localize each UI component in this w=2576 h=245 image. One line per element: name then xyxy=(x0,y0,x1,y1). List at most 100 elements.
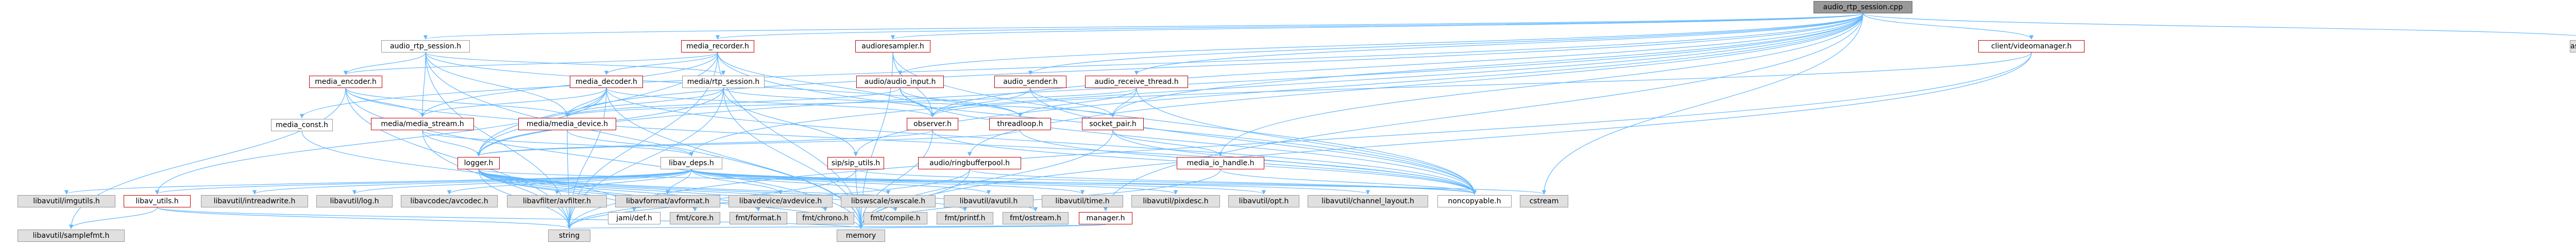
node-audio-rt[interactable]: audio_receive_thread.h xyxy=(1085,76,1188,88)
edge-ars-h-to-media-encoder xyxy=(343,52,426,75)
edge-media-encoder-to-memory xyxy=(345,87,863,229)
edge-root-to-ars-h xyxy=(423,13,1863,40)
node-libav-deps[interactable]: libav_deps.h xyxy=(660,157,722,169)
node-manager[interactable]: manager.h xyxy=(1079,212,1132,224)
edge-root-to-client-vm xyxy=(1862,13,2034,40)
node-libav-utils[interactable]: libav_utils.h xyxy=(124,195,191,207)
node-swscale[interactable]: libswscale/swscale.h xyxy=(841,195,936,207)
node-fmt-compile[interactable]: fmt/compile.h xyxy=(863,212,927,224)
node-imgutils[interactable]: libavutil/imgutils.h xyxy=(18,195,115,207)
node-media-device[interactable]: media/media_device.h xyxy=(518,118,616,130)
node-audioresampler[interactable]: audioresampler.h xyxy=(855,40,930,52)
edge-libav-deps-to-avdevice xyxy=(691,169,783,195)
node-audioringbufferpool[interactable]: audio/ringbufferpool.h xyxy=(918,157,1021,169)
edge-audio-sender-to-observer xyxy=(930,87,1031,117)
node-socket-pair[interactable]: socket_pair.h xyxy=(1082,118,1144,130)
node-media-recorder[interactable]: media_recorder.h xyxy=(681,40,754,52)
edge-media-decoder-to-libav-utils xyxy=(155,87,607,195)
edge-media-stream-to-libav-deps xyxy=(422,130,694,156)
edge-root-to-socket-pair xyxy=(1110,13,1863,117)
node-asio-ctx[interactable]: asio/io_context.hpp xyxy=(2570,40,2576,52)
node-memory[interactable]: memory xyxy=(837,230,885,242)
edge-audio-sender-to-socket-pair xyxy=(1030,87,1115,117)
edge-root-to-media-const xyxy=(300,13,1863,118)
node-fmt-ostream[interactable]: fmt/ostream.h xyxy=(1003,212,1069,224)
edge-media-recorder-to-media-decoder xyxy=(604,52,718,75)
node-fmt-core[interactable]: fmt/core.h xyxy=(670,212,720,224)
node-root[interactable]: audio_rtp_session.cpp xyxy=(1814,1,1912,13)
node-avdevice[interactable]: libavdevice/avdevice.h xyxy=(728,195,833,207)
node-client-vm[interactable]: client/videomanager.h xyxy=(1978,40,2084,52)
edge-root-to-media-io xyxy=(1218,13,1863,156)
edge-client-vm-to-observer xyxy=(930,52,2032,117)
edge-socket-pair-to-media-io xyxy=(1112,130,1223,156)
node-mediartp[interactable]: media/rtp_session.h xyxy=(682,76,765,88)
node-string[interactable]: string xyxy=(548,230,590,242)
node-fmt-format[interactable]: fmt/format.h xyxy=(730,212,787,224)
node-logger[interactable]: logger.h xyxy=(457,157,500,169)
edge-logger-to-cstream xyxy=(478,169,1546,195)
node-media-decoder[interactable]: media_decoder.h xyxy=(570,76,643,88)
edge-sip-utils-to-noncopyable xyxy=(855,169,1477,195)
edge-libav-deps-to-pixdesc xyxy=(691,169,1178,195)
node-avutil[interactable]: libavutil/avutil.h xyxy=(944,195,1033,207)
edge-root-to-audioresampler xyxy=(891,13,1863,40)
edge-root-to-asio-ctx xyxy=(1862,13,2576,36)
edge-libav-deps-to-swscale xyxy=(691,169,891,195)
node-samplefmt[interactable]: libavutil/samplefmt.h xyxy=(18,230,125,242)
node-cstream[interactable]: cstream xyxy=(1520,195,1568,207)
edge-manager-to-string xyxy=(568,224,1106,229)
node-time-h[interactable]: libavutil/time.h xyxy=(1042,195,1123,207)
node-media-const[interactable]: media_const.h xyxy=(271,119,333,131)
node-avformat[interactable]: libavformat/avformat.h xyxy=(615,195,720,207)
edge-socket-pair-to-memory xyxy=(858,130,1113,229)
node-sip-utils[interactable]: sip/sip_utils.h xyxy=(827,157,884,169)
node-media-stream[interactable]: media/media_stream.h xyxy=(371,118,474,130)
node-ars-h[interactable]: audio_rtp_session.h xyxy=(381,40,470,52)
edge-libav-deps-to-opt-h xyxy=(691,169,1266,195)
node-opt-h[interactable]: libavutil/opt.h xyxy=(1228,195,1299,207)
edge-media-decoder-to-media-stream xyxy=(420,87,607,117)
edge-media-recorder-to-media-encoder xyxy=(344,52,718,75)
edge-media-decoder-to-media-device xyxy=(565,87,607,117)
edge-audio-sender-to-noncopyable xyxy=(1030,87,1477,195)
node-avfilter[interactable]: libavfilter/avfilter.h xyxy=(507,195,607,207)
edge-root-to-manager xyxy=(1103,13,1863,212)
edge-libav-deps-to-libav-utils xyxy=(155,169,692,195)
edge-ars-h-to-media-stream xyxy=(420,52,426,117)
node-pixdesc[interactable]: libavutil/pixdesc.h xyxy=(1131,195,1220,207)
edge-root-to-audio-input xyxy=(898,13,1863,75)
edge-media-encoder-to-samplefmt xyxy=(69,87,346,229)
node-intreadwrite[interactable]: libavutil/intreadwrite.h xyxy=(201,195,308,207)
edge-libav-deps-to-avformat xyxy=(665,169,692,195)
node-jami-def[interactable]: jami/def.h xyxy=(608,212,660,224)
node-chlayout[interactable]: libavutil/channel_layout.h xyxy=(1308,195,1428,207)
node-fmt-chrono[interactable]: fmt/chrono.h xyxy=(796,212,854,224)
node-noncopyable[interactable]: noncopyable.h xyxy=(1437,195,1512,207)
node-media-encoder[interactable]: media_encoder.h xyxy=(309,76,382,88)
edge-root-to-libav-deps xyxy=(689,13,1863,156)
edge-threadloop-to-logger xyxy=(477,130,1021,156)
node-media-io[interactable]: media_io_handle.h xyxy=(1177,157,1264,169)
edge-audio-input-to-noncopyable xyxy=(900,87,1477,195)
edge-libav-deps-to-time-h xyxy=(691,169,1084,195)
edge-audio-input-to-media-device xyxy=(565,87,901,117)
edge-logger-to-fmt-printf xyxy=(478,169,968,212)
edge-audio-rt-to-media-device xyxy=(565,87,1137,117)
node-log-h[interactable]: libavutil/log.h xyxy=(316,195,393,207)
edge-root-to-cstream xyxy=(1541,13,1863,195)
node-audio-sender[interactable]: audio_sender.h xyxy=(994,76,1066,88)
node-fmt-printf[interactable]: fmt/printf.h xyxy=(937,212,993,224)
node-avcodec[interactable]: libavcodec/avcodec.h xyxy=(401,195,498,207)
edge-root-to-audio-sender xyxy=(1028,13,1863,75)
node-threadloop[interactable]: threadloop.h xyxy=(989,118,1051,130)
edge-libav-deps-to-avutil xyxy=(691,169,991,195)
node-audio-input[interactable]: audio/audio_input.h xyxy=(856,76,944,88)
edge-audio-rt-to-socket-pair xyxy=(1110,87,1137,117)
edge-media-encoder-to-media-device xyxy=(345,87,570,117)
edge-media-decoder-to-observer xyxy=(606,87,935,117)
edge-root-to-audio-rt xyxy=(1134,13,1863,75)
edge-audio-input-to-threadloop xyxy=(900,87,1023,117)
node-observer[interactable]: observer.h xyxy=(907,118,958,130)
